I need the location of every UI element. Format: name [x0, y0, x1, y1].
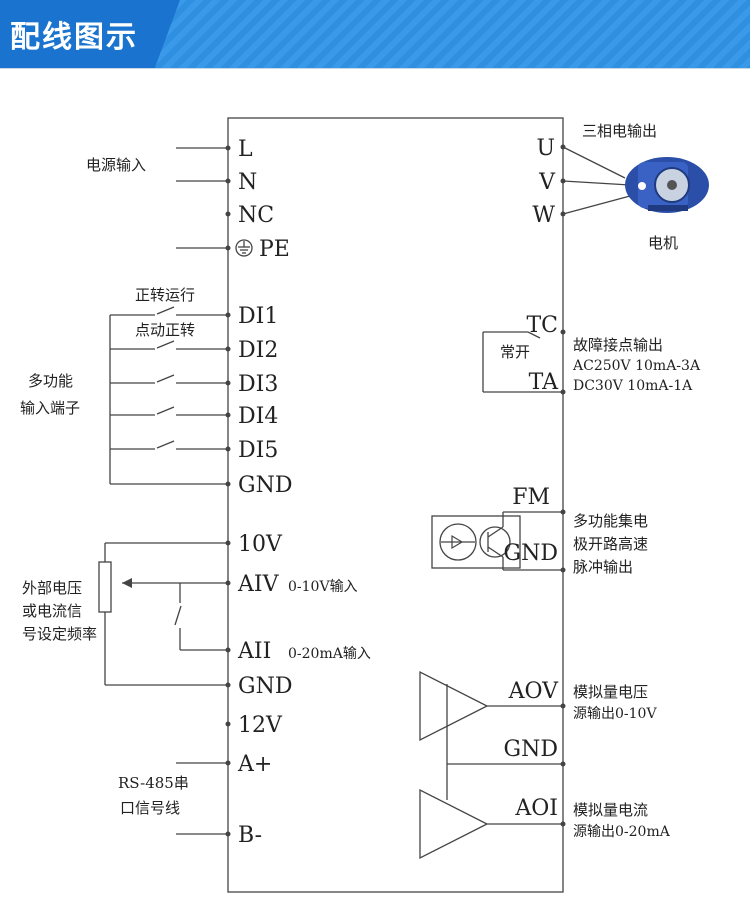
terminal-tc: TC — [526, 313, 558, 338]
label-ext-1: 外部电压 — [22, 579, 82, 597]
terminal-gnd-fm: GND — [504, 541, 558, 566]
terminal-n: N — [238, 170, 257, 195]
terminal-aii: AII — [237, 639, 271, 664]
terminal-a-plus: A+ — [237, 752, 272, 777]
label-oc-1: 多功能集电 — [573, 512, 648, 530]
label-ext-3: 号设定频率 — [22, 625, 97, 643]
label-power-input: 电源输入 — [86, 156, 146, 174]
wiper-arrow — [122, 578, 132, 588]
label-multi-func-1: 多功能 — [28, 372, 73, 390]
label-rs485-2: 口信号线 — [120, 799, 180, 817]
label-forward-run: 正转运行 — [135, 286, 195, 304]
terminal-di3: DI3 — [238, 372, 278, 397]
label-three-phase: 三相电输出 — [582, 122, 657, 140]
label-multi-func-2: 输入端子 — [20, 399, 80, 417]
aoi-amplifier — [419, 788, 489, 860]
label-rs485-1: RS-485串 — [118, 774, 189, 792]
label-normally-open: 常开 — [500, 343, 530, 361]
header-title: 配线图示 — [10, 20, 138, 55]
terminal-aov: AOV — [508, 679, 560, 704]
label-fault-3: DC30V 10mA-1A — [573, 378, 693, 394]
terminal-aiv: AIV — [237, 572, 280, 597]
terminal-gnd-ai: GND — [238, 674, 292, 699]
terminal-v: V — [538, 170, 556, 195]
label-fault-1: 故障接点输出 — [573, 336, 663, 354]
terminal-di5: DI5 — [238, 438, 278, 463]
header-title-tab — [0, 0, 180, 68]
terminal-ta: TA — [529, 370, 559, 395]
terminal-di4: DI4 — [238, 404, 278, 429]
motor-icon — [625, 157, 709, 213]
terminal-di2: DI2 — [238, 338, 278, 363]
terminal-di1: DI1 — [238, 304, 278, 329]
terminal-gnd-ao: GND — [504, 737, 558, 762]
label-aiv-range: 0-10V输入 — [288, 579, 358, 595]
terminal-10v: 10V — [238, 532, 283, 557]
terminal-fm: FM — [512, 485, 550, 510]
terminal-gnd-di: GND — [238, 473, 292, 498]
label-ext-2: 或电流信 — [22, 602, 82, 620]
label-oc-2: 极开路高速 — [573, 535, 648, 553]
label-aov-1: 模拟量电压 — [573, 683, 648, 701]
label-aii-range: 0-20mA输入 — [288, 646, 371, 662]
label-aov-2: 源输出0-10V — [573, 706, 657, 722]
label-aoi-2: 源输出0-20mA — [573, 824, 671, 840]
terminal-w: W — [532, 203, 555, 228]
drive-box — [227, 117, 564, 893]
header-banner: 配线图示 — [0, 0, 750, 69]
optocoupler-led — [439, 523, 477, 561]
led-diode-icon — [451, 534, 464, 550]
terminal-pe: PE — [259, 237, 290, 262]
label-oc-3: 脉冲输出 — [573, 558, 633, 576]
aov-amplifier — [419, 670, 489, 742]
ground-icon — [235, 239, 253, 257]
label-fault-2: AC250V 10mA-3A — [572, 358, 701, 374]
terminal-12v: 12V — [238, 713, 283, 738]
optocoupler — [431, 515, 521, 569]
label-aoi-1: 模拟量电流 — [573, 801, 648, 819]
terminal-l: L — [238, 137, 253, 162]
terminal-aoi: AOI — [514, 796, 558, 821]
terminal-u: U — [536, 136, 555, 161]
label-motor: 电机 — [648, 234, 678, 252]
potentiometer — [98, 561, 112, 613]
terminal-nc: NC — [238, 203, 274, 228]
label-jog-forward: 点动正转 — [135, 321, 195, 339]
terminal-b-minus: B- — [238, 823, 262, 848]
